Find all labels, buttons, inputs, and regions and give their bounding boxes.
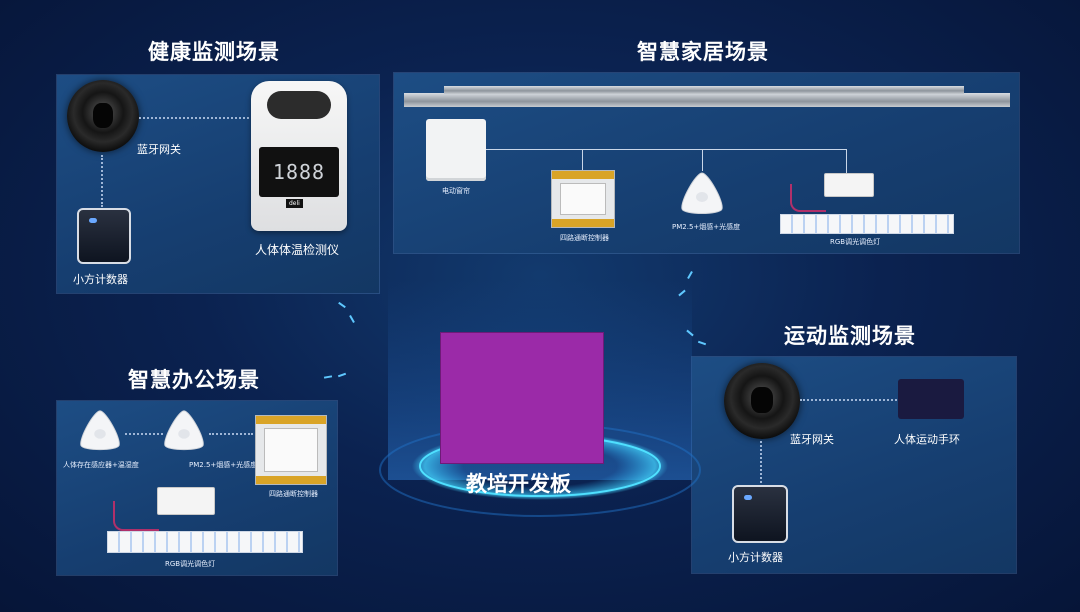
- controller-wire: [113, 501, 159, 531]
- presence-label: 人体存在感应器+温湿度: [63, 461, 139, 469]
- sport-panel: 蓝牙网关 人体运动手环 小方计数器: [692, 357, 1016, 573]
- sensor-label: PM2.5+烟感+光感度: [672, 223, 741, 231]
- office-relay-label: 四路通断控制器: [269, 490, 318, 498]
- curtain-motor-icon[interactable]: [426, 119, 486, 181]
- rgb-controller-icon[interactable]: [157, 487, 215, 515]
- presence-sensor-icon[interactable]: [77, 409, 123, 453]
- sport-gateway-label: 蓝牙网关: [790, 433, 834, 446]
- office-rgb-label: RGB调光调色灯: [165, 560, 216, 568]
- fitness-band-icon[interactable]: [898, 379, 964, 419]
- relay-controller-icon[interactable]: [551, 170, 615, 228]
- office-panel: 人体存在感应器+温湿度 PM2.5+烟感+光感度 四路通断控制器 RGB调光调色…: [57, 401, 337, 575]
- rgb-label: RGB调光调色灯: [830, 238, 881, 246]
- connector-line: [125, 433, 163, 435]
- curtain-rail: [404, 93, 1010, 107]
- air-sensor-icon[interactable]: [161, 409, 207, 453]
- band-label: 人体运动手环: [894, 433, 960, 446]
- counter-device-icon[interactable]: [732, 485, 788, 543]
- decor-dash: [349, 315, 355, 323]
- decor-dash: [337, 372, 347, 378]
- center-podium: 教培开发板: [378, 270, 702, 520]
- connector-line: [760, 441, 762, 483]
- home-panel: 电动窗帘 四路通断控制器 PM2.5+烟感+光感度 RGB调光调色灯: [394, 73, 1019, 253]
- center-title: 教培开发板: [466, 472, 571, 496]
- connector-line: [800, 399, 900, 401]
- curtain-label: 电动窗帘: [442, 187, 470, 195]
- temperature-display: 1888: [259, 147, 339, 197]
- connector-line: [846, 149, 847, 173]
- sport-counter-label: 小方计数器: [728, 551, 783, 564]
- connector-line: [139, 117, 257, 119]
- bluetooth-gateway-icon[interactable]: [724, 363, 800, 439]
- office-section-title: 智慧办公场景: [128, 368, 260, 392]
- camera-module: [267, 91, 331, 119]
- air-sensor-icon[interactable]: [678, 171, 726, 217]
- thermometer-device-icon[interactable]: 1888 deli: [251, 81, 347, 231]
- home-section-title: 智慧家居场景: [637, 40, 769, 64]
- decor-dash: [323, 375, 333, 379]
- rgb-controller-icon[interactable]: [824, 173, 874, 197]
- rgb-strip-icon[interactable]: [107, 531, 303, 553]
- connector-line: [702, 149, 703, 171]
- gateway-label: 蓝牙网关: [137, 143, 181, 156]
- sport-section-title: 运动监测场景: [784, 324, 916, 348]
- office-sensor-label: PM2.5+烟感+光感度: [189, 461, 258, 469]
- curtain-rail-top: [444, 86, 964, 94]
- counter-label: 小方计数器: [73, 273, 128, 286]
- health-section-title: 健康监测场景: [148, 40, 280, 64]
- dev-board-icon[interactable]: [440, 332, 604, 464]
- controller-wire: [790, 184, 826, 212]
- counter-device-icon[interactable]: [77, 208, 131, 264]
- health-panel: 蓝牙网关 小方计数器 1888 deli 人体体温检测仪: [57, 75, 379, 293]
- thermometer-label: 人体体温检测仪: [255, 243, 340, 257]
- relay-label: 四路通断控制器: [560, 234, 609, 242]
- decor-dash: [338, 301, 346, 309]
- relay-controller-icon[interactable]: [255, 415, 327, 485]
- rgb-strip-icon[interactable]: [780, 214, 954, 234]
- brand-mark: deli: [286, 199, 303, 208]
- connector-line: [582, 149, 583, 171]
- bluetooth-gateway-icon[interactable]: [67, 80, 139, 152]
- connector-line: [209, 433, 253, 435]
- connector-line: [486, 149, 846, 150]
- connector-line: [101, 155, 103, 207]
